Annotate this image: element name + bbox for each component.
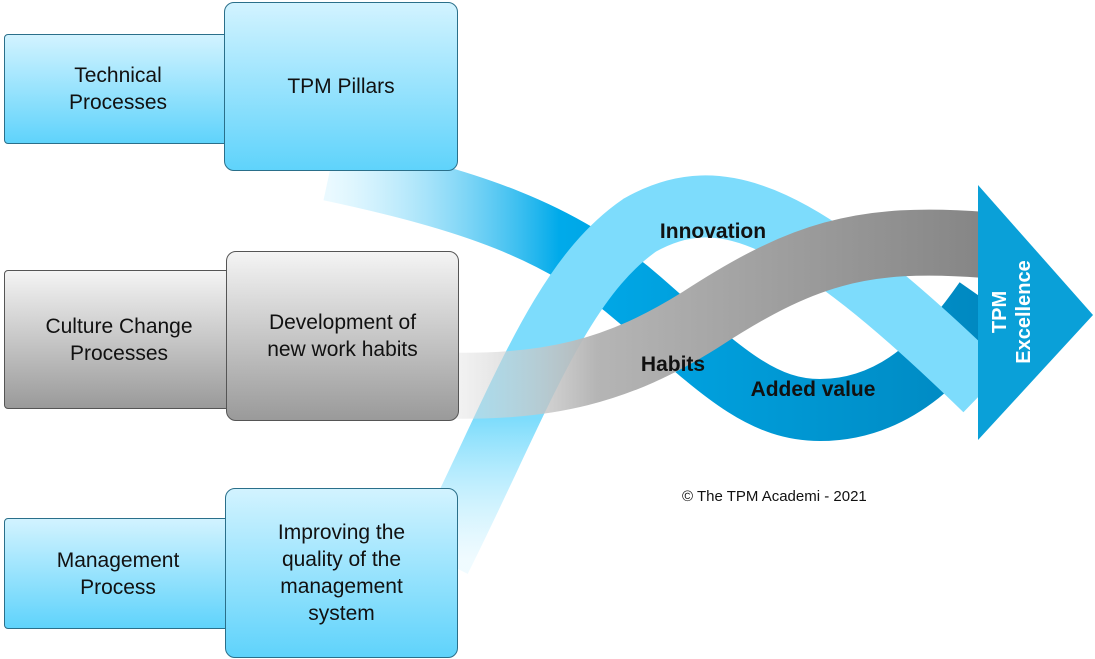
habits-ribbon <box>428 209 988 419</box>
result-label: Development of new work habits <box>267 311 418 361</box>
added-value-ribbon <box>323 139 1011 442</box>
technical-processes-box: Technical Processes <box>4 34 232 144</box>
process-label: Management Process <box>56 548 180 599</box>
result-label: TPM Pillars <box>287 75 395 98</box>
arrow-line2: Excellence <box>1013 260 1035 364</box>
added-value-label: Added value <box>750 378 876 401</box>
culture-change-box: Culture Change Processes <box>4 270 234 409</box>
process-label: Technical Processes <box>68 64 168 114</box>
habits-label: Habits <box>640 353 706 376</box>
tpm-excellence-label: TPM Excellence <box>988 260 1036 363</box>
copyright: © The TPM Academi - 2021 <box>682 488 867 505</box>
process-label: Culture Change Processes <box>45 314 193 365</box>
result-label: Improving the quality of the management … <box>277 521 406 625</box>
arrow-line1: TPM <box>989 290 1011 334</box>
tpm-pillars-box: TPM Pillars <box>224 2 458 171</box>
innovation-label: Innovation <box>659 220 767 243</box>
new-work-habits-box: Development of new work habits <box>226 251 459 421</box>
management-quality-box: Improving the quality of the management … <box>225 488 458 658</box>
management-process-box: Management Process <box>4 518 232 629</box>
tpm-excellence-arrow <box>978 185 1093 440</box>
